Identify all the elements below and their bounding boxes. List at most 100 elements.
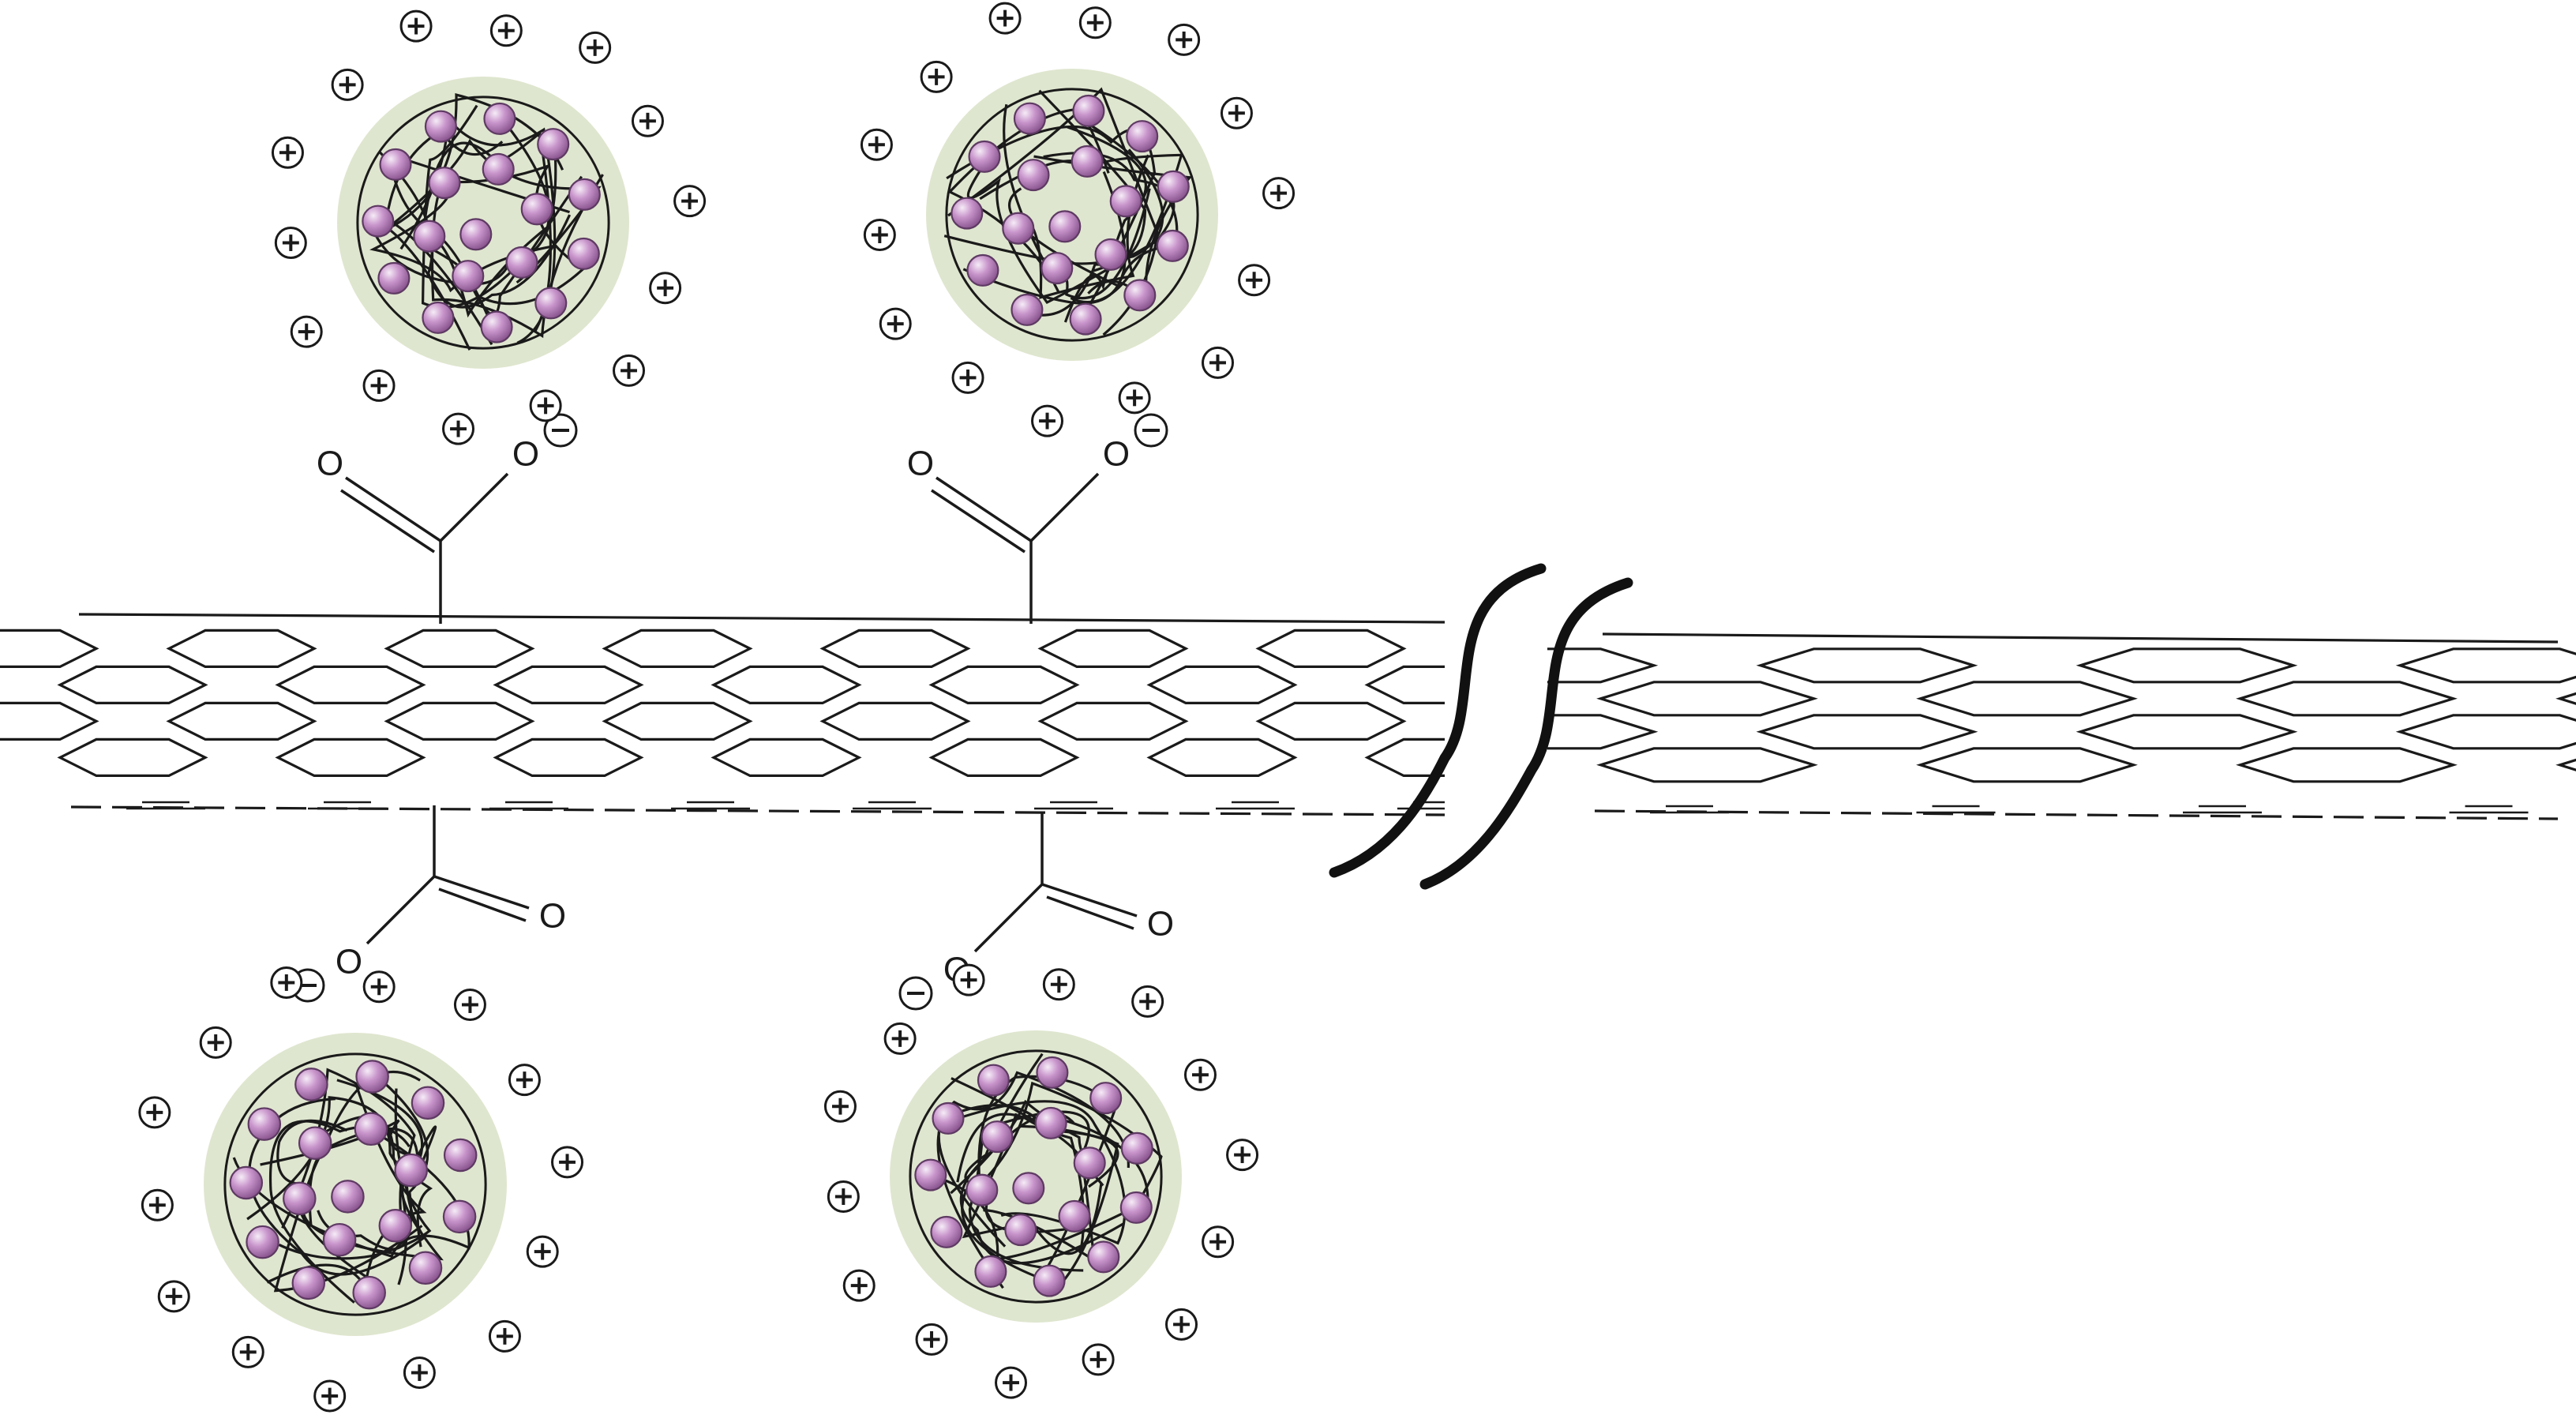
plus-charge-icon: + [828, 1182, 858, 1212]
bead [231, 1167, 262, 1199]
bead [422, 302, 453, 333]
plus-charge-icon: + [880, 309, 910, 339]
plus-charge-icon: + [531, 391, 561, 421]
bead [951, 198, 982, 229]
bead [522, 193, 553, 224]
plus-charge-icon: + [1083, 1345, 1113, 1375]
plus-charge-icon: + [1221, 98, 1251, 128]
bead [1158, 171, 1189, 202]
plus-charge-icon: + [1133, 986, 1163, 1016]
bead [1059, 1201, 1090, 1232]
bead [1157, 231, 1188, 261]
carboxylate-group: OO− [900, 813, 1174, 1009]
minus-charge-icon: − [1135, 415, 1167, 446]
plus-charge-icon: + [1044, 970, 1074, 1000]
bead [538, 129, 568, 159]
bead [1121, 1192, 1152, 1223]
bead [249, 1108, 280, 1139]
oxygen-label: O [1147, 905, 1174, 944]
plus-charge-icon: + [315, 1381, 345, 1411]
plus-charge-icon: + [990, 3, 1020, 33]
bead [444, 1201, 475, 1233]
plus-charge-icon: + [917, 1324, 947, 1354]
bead [299, 1128, 331, 1159]
bead [1074, 1147, 1105, 1178]
bead [412, 1087, 444, 1119]
particle: ++++++++++++++ [861, 3, 1293, 436]
bead [1018, 159, 1049, 190]
bead [1071, 304, 1101, 335]
plus-charge-icon: + [675, 186, 705, 216]
bead [915, 1160, 946, 1191]
plus-charge-icon: + [491, 16, 521, 46]
bead [535, 287, 566, 318]
bead [484, 103, 515, 134]
bead [1013, 1173, 1044, 1203]
bead [1041, 253, 1072, 283]
bead [969, 141, 1000, 172]
bead [324, 1224, 355, 1255]
bead [356, 1060, 388, 1092]
plus-charge-icon: + [954, 965, 984, 995]
plus-charge-icon: + [364, 370, 394, 400]
plus-charge-icon: + [1033, 406, 1063, 436]
bead [1014, 103, 1045, 134]
plus-charge-icon: + [651, 273, 681, 303]
bead [1049, 211, 1080, 242]
bead [426, 111, 456, 142]
plus-charge-icon: + [1167, 1309, 1197, 1339]
plus-charge-icon: + [291, 317, 321, 347]
particles: ++++++++++++++++++++++++++++++++++++++++… [140, 3, 1294, 1411]
plus-charge-icon: + [140, 1098, 170, 1128]
bead [1073, 96, 1104, 126]
plus-charge-icon: + [614, 355, 644, 385]
bead [378, 263, 409, 294]
bead [295, 1068, 327, 1100]
nanotube-left-segment [0, 614, 1622, 815]
bead [1122, 1133, 1153, 1164]
plus-charge-icon: + [1239, 265, 1269, 295]
plus-charge-icon: + [921, 62, 951, 92]
bead [452, 261, 483, 291]
plus-charge-icon: + [332, 69, 362, 99]
bead [482, 312, 512, 343]
bead [410, 1252, 441, 1284]
plus-charge-icon: + [1169, 24, 1199, 54]
bead [967, 255, 998, 286]
plus-charge-icon: + [825, 1091, 855, 1121]
particle: ++++++++++++++ [825, 965, 1257, 1398]
plus-charge-icon: + [953, 362, 983, 392]
plus-charge-icon: + [864, 220, 894, 250]
bead [483, 154, 514, 185]
bead [293, 1267, 324, 1299]
bead [1111, 186, 1142, 216]
plus-charge-icon: + [1203, 1227, 1233, 1257]
plus-charge-icon: + [527, 1236, 557, 1267]
plus-charge-icon: + [632, 106, 662, 136]
bead [1037, 1057, 1067, 1088]
particle: ++++++++++++++ [272, 11, 704, 444]
oxygen-label: O [336, 943, 362, 981]
plus-charge-icon: + [1228, 1140, 1258, 1170]
bead [933, 1103, 964, 1134]
bead [362, 206, 393, 237]
plus-charge-icon: + [861, 129, 891, 159]
bead [1124, 280, 1155, 310]
bead [1005, 1214, 1036, 1245]
break-mark-icon [1334, 569, 1628, 884]
particle: ++++++++++++++ [140, 967, 583, 1411]
plus-charge-icon: + [580, 32, 610, 62]
bead [1036, 1108, 1067, 1139]
bead [332, 1180, 363, 1212]
plus-charge-icon: + [272, 967, 302, 997]
plus-charge-icon: + [401, 11, 431, 41]
plus-charge-icon: + [404, 1358, 434, 1388]
bead [381, 149, 411, 180]
plus-charge-icon: + [1080, 8, 1110, 38]
bead [1034, 1266, 1065, 1297]
plus-charge-icon: + [142, 1190, 172, 1220]
bead [1096, 239, 1127, 270]
bead [414, 221, 444, 252]
bead [1127, 121, 1157, 152]
